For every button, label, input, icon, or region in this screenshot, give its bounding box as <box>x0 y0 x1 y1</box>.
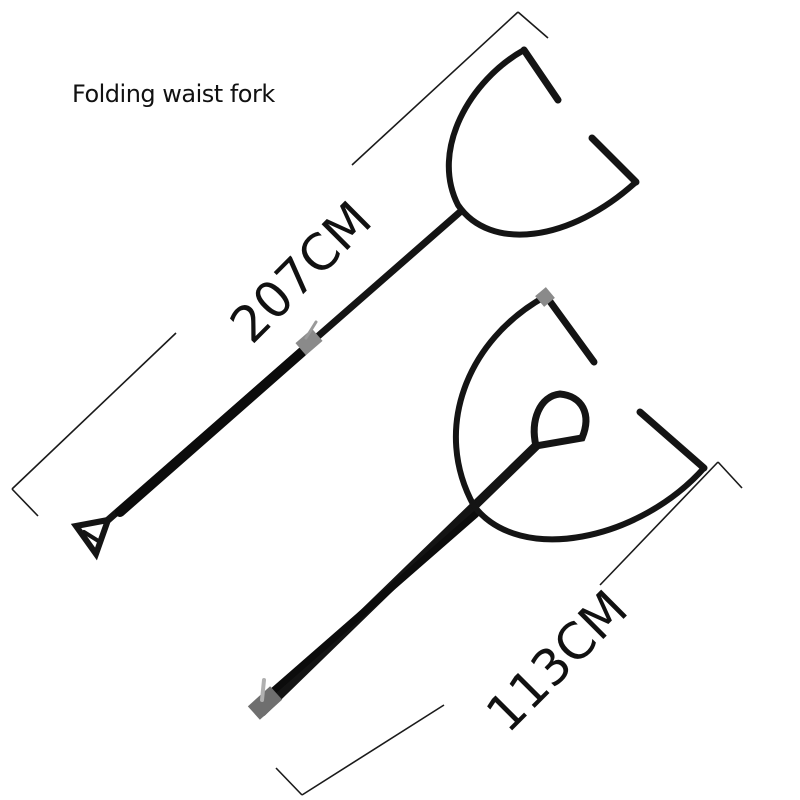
hinge-clamp <box>295 328 323 356</box>
fork-sleeve <box>115 347 307 517</box>
extended-fork <box>70 46 640 561</box>
fork-u-head <box>445 47 639 238</box>
folded-u-head <box>452 293 707 543</box>
folded-fork <box>247 287 708 720</box>
dimension-line-extended <box>11 11 549 517</box>
folded-hinge <box>247 686 283 720</box>
folded-d-grip-handle <box>530 390 590 451</box>
dimension-line-folded <box>275 461 743 796</box>
product-caption: Folding waist fork <box>72 80 275 108</box>
folded-second-shaft <box>252 510 480 710</box>
